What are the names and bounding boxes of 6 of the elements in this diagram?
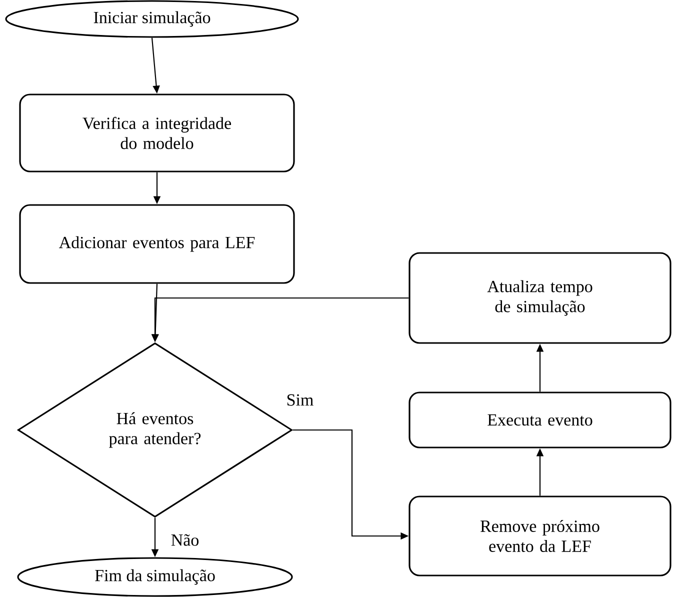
process-box: Executa evento xyxy=(408,392,672,448)
process-box: Verifica a integridade do modelo xyxy=(19,94,295,172)
edge-label: Não xyxy=(170,533,200,547)
process-box: Atualiza tempo de simulação xyxy=(408,252,672,344)
process-box: Adicionar eventos para LEF xyxy=(19,204,295,284)
process-box: Remove próximo evento da LEF xyxy=(408,496,672,576)
